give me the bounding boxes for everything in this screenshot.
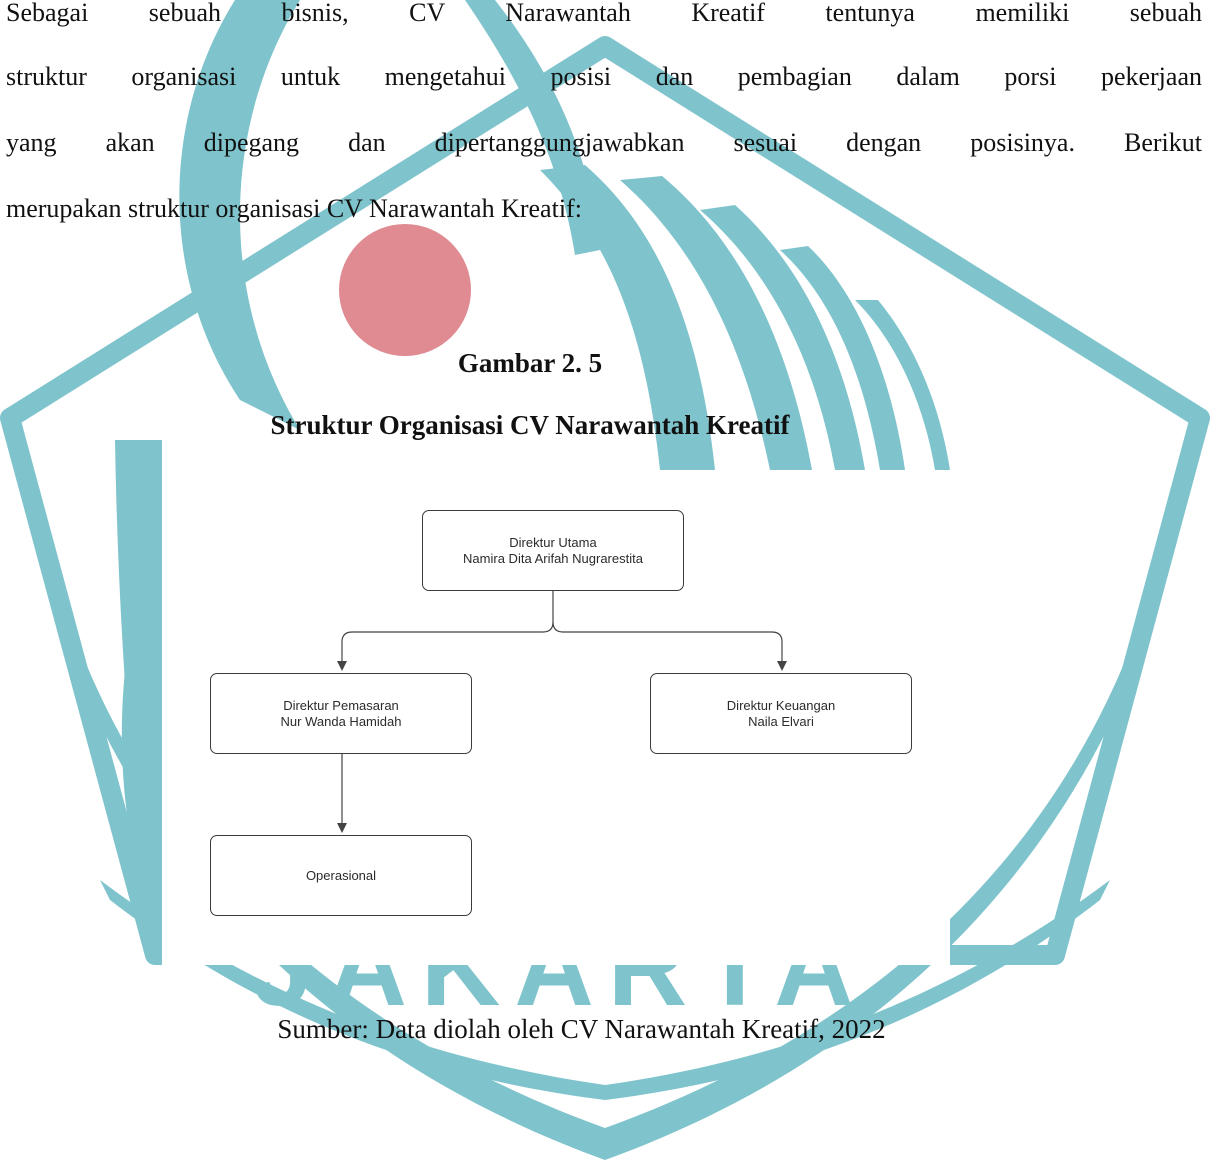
- paragraph-line-1: Sebagai sebuah bisnis, CV Narawantah Kre…: [6, 0, 1202, 27]
- org-node-direktur-keuangan: Direktur Keuangan Naila Elvari: [650, 673, 912, 754]
- org-node-role: Direktur Utama: [509, 534, 597, 550]
- org-chart: Direktur Utama Namira Dita Arifah Nugrar…: [162, 470, 950, 965]
- org-node-role: Direktur Keuangan: [726, 697, 836, 713]
- figure-number: Gambar 2. 5: [457, 348, 603, 378]
- paragraph-line-3: yang akan dipegang dan dipertanggungjawa…: [6, 128, 1202, 157]
- bowl-curves: [10, 418, 1200, 1160]
- org-node-role: Direktur Pemasaran: [283, 697, 399, 713]
- org-connectors: [337, 590, 787, 833]
- figure-title: Struktur Organisasi CV Narawantah Kreati…: [270, 410, 790, 440]
- figure-source: Sumber: Data diolah oleh CV Narawantah K…: [277, 1014, 886, 1044]
- connector-to-left: [337, 621, 554, 671]
- org-node-person: Naila Elvari: [748, 713, 814, 729]
- org-node-direktur-utama: Direktur Utama Namira Dita Arifah Nugrar…: [422, 510, 684, 591]
- connector-to-right: [552, 621, 787, 671]
- lower-left-stripes: [115, 440, 162, 960]
- org-node-direktur-pemasaran: Direktur Pemasaran Nur Wanda Hamidah: [210, 673, 472, 754]
- org-node-person: Namira Dita Arifah Nugrarestita: [463, 550, 643, 566]
- arc-stripes: [179, 0, 950, 470]
- org-node-role: Operasional: [305, 867, 377, 883]
- org-node-person: Nur Wanda Hamidah: [280, 713, 402, 729]
- org-node-operasional: Operasional: [210, 835, 472, 916]
- paragraph-line-4: merupakan struktur organisasi CV Narawan…: [6, 194, 582, 223]
- red-circle: [339, 224, 471, 356]
- paragraph-line-2: struktur organisasi untuk mengetahui pos…: [6, 62, 1202, 91]
